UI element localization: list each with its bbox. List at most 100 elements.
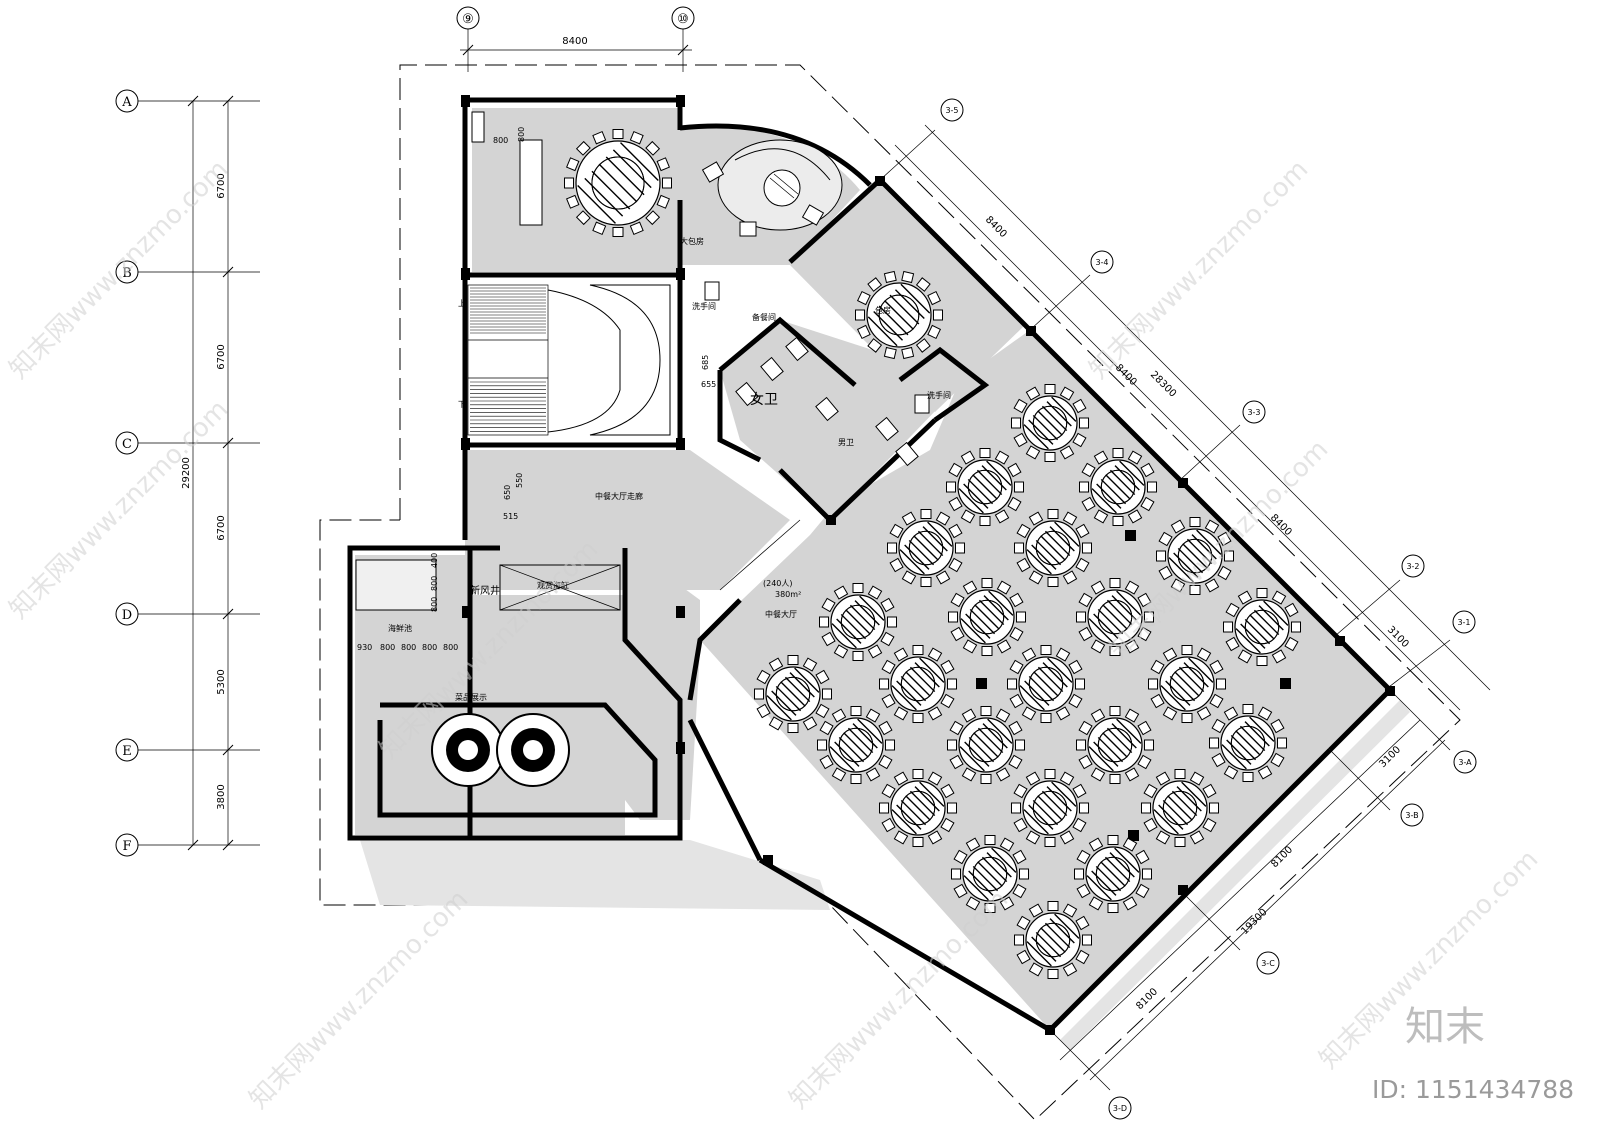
grid-bubble-3-1 bbox=[1452, 610, 1476, 634]
chair bbox=[1081, 462, 1096, 478]
dim-i: 800 bbox=[430, 576, 439, 591]
chair bbox=[920, 577, 932, 587]
hall-table-16 bbox=[947, 706, 1025, 784]
hall-table-18 bbox=[1209, 704, 1287, 782]
chair bbox=[1082, 542, 1092, 554]
chair bbox=[1013, 398, 1028, 414]
chair bbox=[1211, 752, 1226, 768]
chair bbox=[1256, 588, 1268, 598]
chair bbox=[1270, 752, 1285, 768]
chair bbox=[927, 647, 943, 662]
chair bbox=[592, 221, 607, 235]
display-tanks bbox=[355, 559, 621, 787]
label-corridor: 中餐大厅走廊 bbox=[595, 491, 643, 501]
chair bbox=[645, 210, 661, 226]
chair bbox=[1140, 462, 1155, 478]
chair bbox=[1059, 830, 1075, 845]
grid-bubble-b bbox=[115, 260, 139, 284]
chair bbox=[1109, 646, 1121, 656]
grid-bubble-3-3 bbox=[1242, 400, 1266, 424]
chair bbox=[656, 157, 670, 172]
hall-table-17 bbox=[1076, 706, 1154, 784]
chair bbox=[883, 270, 897, 284]
chair bbox=[1059, 771, 1075, 786]
dim-row-bc: 6700 bbox=[216, 344, 227, 369]
chair bbox=[575, 140, 591, 156]
table-small bbox=[855, 270, 943, 360]
chair bbox=[1016, 611, 1026, 623]
grid-bubble-3-a bbox=[1453, 750, 1477, 774]
chair bbox=[1209, 693, 1224, 709]
chair bbox=[920, 509, 932, 519]
chair bbox=[1196, 706, 1212, 721]
chair bbox=[1082, 934, 1092, 946]
label-air-shaft: 新风井 bbox=[470, 584, 500, 597]
chair bbox=[831, 767, 847, 782]
chair bbox=[1075, 915, 1090, 931]
chair bbox=[950, 592, 965, 608]
chair bbox=[1225, 636, 1240, 652]
chair bbox=[656, 194, 670, 209]
grid-label-b: B bbox=[122, 266, 132, 281]
chair bbox=[1078, 720, 1093, 736]
hall-table-9 bbox=[1076, 578, 1154, 656]
chair bbox=[1291, 621, 1301, 633]
chair bbox=[901, 270, 915, 284]
chair bbox=[946, 481, 956, 493]
dim-top: 8400 bbox=[562, 36, 587, 47]
dim-e: 650 bbox=[503, 485, 512, 500]
chair bbox=[756, 703, 771, 719]
chair bbox=[912, 645, 924, 655]
chair bbox=[629, 221, 644, 235]
chair bbox=[1016, 523, 1031, 539]
chair bbox=[881, 693, 896, 709]
chair bbox=[1162, 647, 1178, 662]
chair bbox=[1257, 765, 1273, 780]
chair bbox=[947, 739, 957, 751]
chair bbox=[893, 771, 909, 786]
grid-label-9: ⑨ bbox=[462, 12, 474, 27]
chair bbox=[1237, 590, 1253, 605]
chair bbox=[893, 647, 909, 662]
chair bbox=[1242, 704, 1254, 714]
chair bbox=[1028, 962, 1044, 977]
chair bbox=[566, 194, 580, 209]
dim-h: 400 bbox=[430, 553, 439, 568]
chair bbox=[821, 597, 836, 613]
chair bbox=[1079, 417, 1089, 429]
grid-bubble-3-b bbox=[1400, 803, 1424, 827]
dim-row-de: 5300 bbox=[216, 669, 227, 694]
chair bbox=[855, 309, 865, 321]
chair bbox=[1135, 883, 1150, 899]
chair bbox=[933, 309, 943, 321]
dim-diag-5: 3100 bbox=[1377, 744, 1403, 770]
chair bbox=[1143, 817, 1158, 833]
chair bbox=[940, 659, 955, 675]
chair bbox=[927, 290, 942, 306]
chair bbox=[1196, 647, 1212, 662]
chair bbox=[1007, 496, 1022, 512]
chair bbox=[1150, 693, 1165, 709]
chair bbox=[950, 626, 965, 642]
chair bbox=[1137, 592, 1152, 608]
chair bbox=[592, 131, 607, 145]
chair bbox=[994, 509, 1010, 524]
chair bbox=[980, 706, 992, 716]
chair bbox=[948, 523, 963, 539]
chair bbox=[1011, 802, 1021, 814]
chair bbox=[1202, 817, 1217, 833]
chair bbox=[961, 767, 977, 782]
chair bbox=[1127, 450, 1143, 465]
chair bbox=[878, 754, 893, 770]
chair bbox=[948, 611, 958, 623]
chair bbox=[1088, 837, 1104, 852]
chair bbox=[1044, 384, 1056, 394]
chair bbox=[754, 688, 764, 700]
dim-o: 800 bbox=[443, 643, 458, 652]
dim-row-cd: 6700 bbox=[216, 515, 227, 540]
chair bbox=[927, 324, 942, 340]
small-private-table bbox=[855, 270, 943, 360]
chair bbox=[1009, 693, 1024, 709]
chair bbox=[1047, 509, 1059, 519]
dim-l: 800 bbox=[380, 643, 395, 652]
